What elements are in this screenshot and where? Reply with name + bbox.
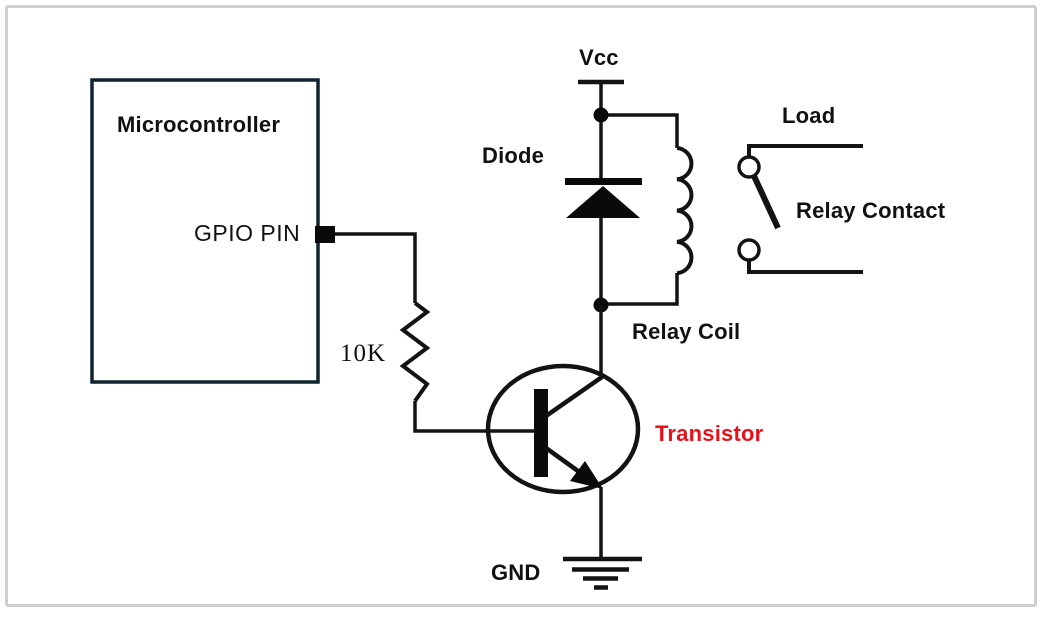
load-wire-top	[747, 144, 863, 157]
wire-resistor-to-base	[413, 401, 536, 433]
diode-label: Diode	[482, 143, 545, 168]
relay-coil-label: Relay Coil	[632, 319, 741, 344]
wire-coil-bottom	[601, 273, 679, 306]
load-wire-bottom	[747, 260, 863, 274]
ground-symbol	[563, 556, 642, 590]
transistor-collector-lead	[544, 375, 604, 418]
resistor-value-label: 10K	[340, 340, 387, 367]
gpio-pin-label: GPIO PIN	[194, 220, 301, 246]
transistor-circle	[485, 363, 641, 495]
transistor-label: Transistor	[655, 421, 764, 446]
diode-symbol	[565, 178, 642, 218]
relay-coil-symbol	[676, 146, 694, 276]
junction-dot-top	[593, 107, 609, 123]
wire-to-coil-top	[601, 113, 679, 148]
gpio-pin-pad	[315, 226, 335, 243]
diode-cathode-bar	[565, 178, 642, 185]
contact-switch-arm	[751, 174, 781, 230]
transistor-symbol	[485, 363, 641, 495]
contact-terminal-bottom	[737, 238, 761, 262]
contact-terminal-top	[737, 155, 761, 179]
wire-gpio-to-resistor	[335, 232, 417, 303]
vcc-label: Vcc	[579, 45, 619, 70]
microcontroller-box	[90, 78, 320, 384]
transistor-base-bar	[534, 389, 548, 477]
load-label: Load	[782, 103, 836, 128]
relay-contact-symbol	[737, 144, 863, 274]
gnd-label: GND	[491, 560, 541, 585]
diode-anode-triangle	[566, 186, 640, 218]
microcontroller-label: Microcontroller	[117, 112, 281, 137]
resistor-symbol	[399, 301, 431, 403]
relay-contact-label: Relay Contact	[796, 198, 946, 223]
transistor-emitter-arrow	[570, 461, 603, 489]
